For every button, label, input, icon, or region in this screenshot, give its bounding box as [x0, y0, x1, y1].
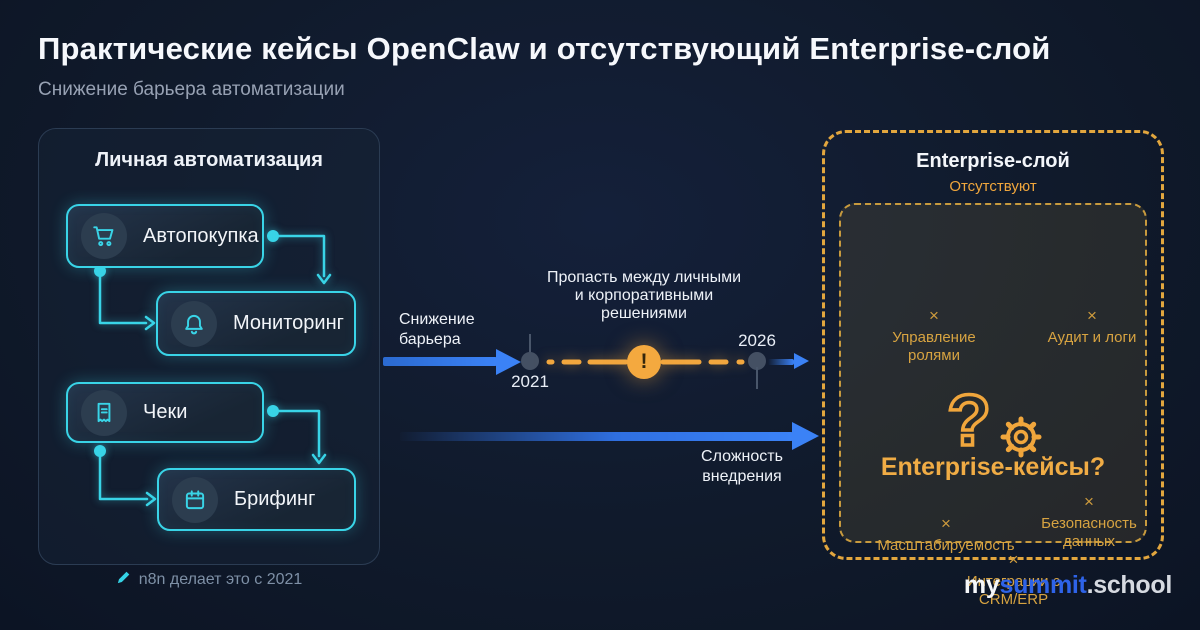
- enterprise-subtitle: Отсутствуют: [949, 178, 1037, 195]
- cross-icon: ×: [1008, 550, 1019, 569]
- calendar-icon: [172, 476, 218, 523]
- timeline-continue-arrow: [768, 359, 794, 365]
- missing-label: Масштабируемость: [877, 537, 1015, 554]
- barrier-label: Снижение барьера: [399, 311, 475, 348]
- footnote-text: n8n делает это с 2021: [138, 571, 303, 588]
- node-label: Чеки: [143, 401, 188, 423]
- logo-part-summit: summit: [999, 571, 1087, 599]
- node-monitoring: Мониторинг: [156, 291, 356, 356]
- alert-icon: !: [627, 345, 661, 379]
- complexity-arrow: [400, 432, 793, 441]
- timeline-dot-2021: [521, 352, 539, 370]
- missing-item-integrations: × Интеграции с CRM/ERP: [946, 551, 1081, 609]
- brand-logo: mysummit.school: [964, 571, 1172, 600]
- year-start: 2021: [511, 372, 549, 391]
- missing-label: Управление ролями: [892, 329, 976, 364]
- missing-item-scalability: × Масштабируемость: [866, 515, 1026, 555]
- node-auto-purchase: Автопокупка: [66, 204, 264, 268]
- timeline-dashed-gap: [546, 359, 745, 365]
- question-glyph: ?: [947, 381, 991, 461]
- cross-icon: ×: [1084, 492, 1094, 511]
- receipt-icon: [81, 389, 127, 436]
- cross-icon: ×: [929, 306, 939, 325]
- enterprise-missing-box: × Управление ролями × Аудит и логи × Мас…: [839, 203, 1147, 608]
- bell-icon: [171, 300, 217, 347]
- node-briefing: Брифинг: [157, 468, 356, 531]
- personal-automation-title: Личная автоматизация: [95, 149, 323, 171]
- barrier-arrow-head: [496, 349, 521, 375]
- gap-label-line: и корпоративными: [574, 287, 714, 304]
- page-title: Практические кейсы OpenClaw и отсутствую…: [38, 31, 1051, 66]
- missing-item-roles: × Управление ролями: [869, 307, 999, 365]
- personal-automation-panel: Личная автоматизация: [38, 128, 380, 565]
- year-end: 2026: [738, 331, 776, 350]
- logo-part-my: my: [963, 571, 1000, 599]
- pencil-icon: [116, 570, 131, 590]
- n8n-footnote: n8n делает это с 2021: [38, 570, 380, 590]
- complexity-arrow-head: [792, 422, 819, 450]
- timeline-tick-2026: [756, 367, 758, 389]
- timeline-dot-2026: [748, 352, 766, 370]
- enterprise-cases-label: Enterprise-кейсы?: [880, 453, 1106, 481]
- timeline-tick-2021: [529, 334, 531, 355]
- node-label: Автопокупка: [143, 224, 259, 247]
- missing-item-security: × Безопасность данных: [1024, 493, 1154, 551]
- complexity-label: Сложность внедрения: [701, 448, 783, 485]
- enterprise-title: Enterprise-слой: [916, 150, 1070, 172]
- missing-label: Интеграции с CRM/ERP: [966, 573, 1061, 608]
- question-gear-icon: ?: [841, 377, 1145, 461]
- workflow-connectors: [94, 230, 332, 507]
- missing-label: Аудит и логи: [1047, 329, 1137, 346]
- node-label: Мониторинг: [233, 312, 344, 334]
- cross-icon: ×: [941, 514, 951, 533]
- missing-label: Безопасность данных: [1041, 515, 1137, 550]
- logo-part-school: .school: [1086, 571, 1173, 599]
- cross-icon: ×: [1087, 306, 1097, 325]
- timeline-continue-arrow-head: [794, 353, 809, 369]
- missing-item-audit: × Аудит и логи: [1027, 307, 1157, 347]
- gap-label-line: решениями: [601, 305, 687, 322]
- gap-label-line: Пропасть между личными: [546, 269, 742, 286]
- cart-icon: [81, 213, 127, 259]
- page-subtitle: Снижение барьера автоматизации: [38, 79, 345, 100]
- node-label: Брифинг: [234, 488, 316, 510]
- enterprise-panel: Enterprise-слой Отсутствуют × Управление…: [822, 130, 1164, 608]
- barrier-arrow: [383, 357, 497, 366]
- node-receipts: Чеки: [66, 382, 264, 443]
- gap-label: Пропасть между личными и корпоративными …: [524, 269, 764, 323]
